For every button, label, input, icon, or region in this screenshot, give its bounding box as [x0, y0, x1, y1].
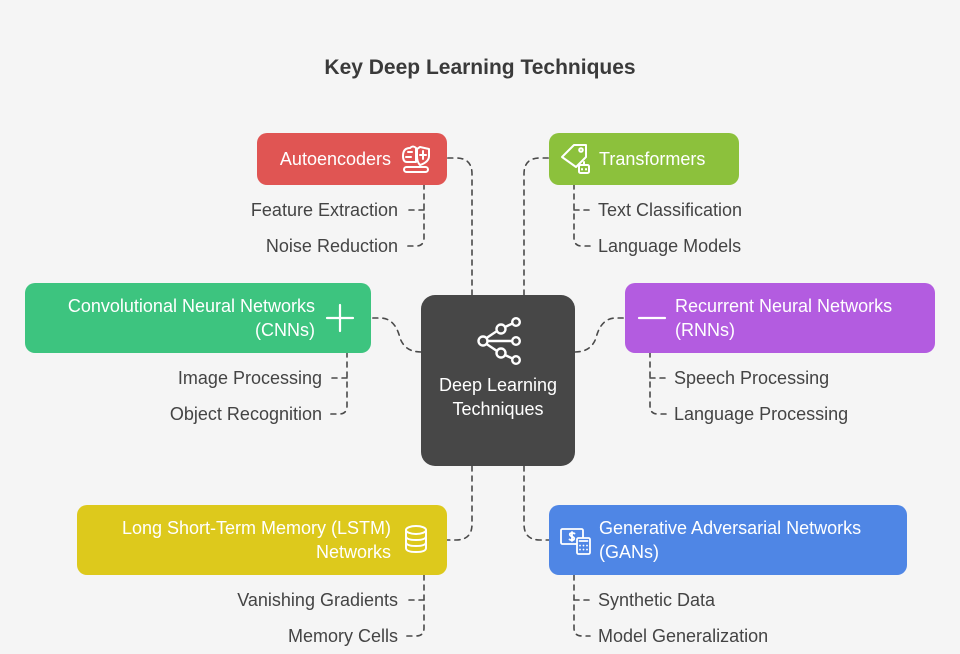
branch-label: Generative Adversarial Networks (GANs): [599, 518, 862, 562]
connector-cnns: [370, 317, 422, 353]
branch-rnns[interactable]: Recurrent Neural Networks (RNNs): [625, 283, 935, 353]
connector-rnns: [574, 317, 626, 353]
branch-cnns[interactable]: Convolutional Neural Networks (CNNs): [25, 283, 371, 353]
branch-gans[interactable]: Generative Adversarial Networks (GANs): [549, 505, 907, 575]
leaf-text-classification: Text Classification: [598, 200, 743, 220]
center-label: Deep Learning Techniques: [438, 375, 558, 419]
branch-label: Recurrent Neural Networks (RNNs): [675, 296, 893, 340]
connector-cnns-leaves: [329, 351, 348, 415]
leaf-language-processing: Language Processing: [674, 404, 849, 424]
connector-autoencoders-leaves: [405, 183, 425, 247]
money-calculator-icon: [560, 528, 591, 555]
plus-icon: [325, 303, 355, 333]
leaf-vanishing-gradients: Vanishing Gradients: [237, 590, 398, 610]
leaf-synthetic-data: Synthetic Data: [598, 590, 716, 610]
leaf-object-recognition: Object Recognition: [169, 404, 322, 424]
diagram-title: Key Deep Learning Techniques: [324, 56, 636, 79]
branch-label: Long Short-Term Memory (LSTM) Networks: [121, 518, 391, 562]
branch-label: Convolutional Neural Networks (CNNs): [67, 296, 315, 340]
branch-lstm[interactable]: Long Short-Term Memory (LSTM) Networks: [77, 505, 447, 575]
branch-label: Autoencoders: [279, 149, 391, 169]
leaf-model-generalization: Model Generalization: [598, 626, 769, 646]
connector-autoencoders: [446, 157, 473, 296]
center-node: Deep Learning Techniques: [421, 295, 575, 466]
leaf-feature-extraction: Feature Extraction: [250, 200, 398, 220]
connector-transformers-leaves: [573, 183, 591, 247]
leaf-language-models: Language Models: [598, 236, 742, 256]
brain-shield-icon: [402, 145, 430, 173]
connector-lstm-leaves: [405, 574, 425, 637]
connector-rnns-leaves: [649, 351, 667, 415]
network-hierarchy-icon: [477, 317, 522, 365]
connector-transformers: [523, 157, 550, 296]
branch-label: Transformers: [599, 149, 706, 169]
leaf-image-processing: Image Processing: [177, 368, 322, 388]
dash-icon: [637, 316, 667, 320]
leaf-speech-processing: Speech Processing: [674, 368, 830, 388]
branch-transformers[interactable]: Transformers: [549, 133, 739, 185]
leaf-noise-reduction: Noise Reduction: [265, 236, 398, 256]
tag-robot-icon: [561, 144, 590, 174]
connector-gans-leaves: [573, 574, 591, 637]
connector-lstm: [446, 465, 473, 541]
connector-gans: [523, 465, 550, 541]
leaf-memory-cells: Memory Cells: [287, 626, 398, 646]
branch-autoencoders[interactable]: Autoencoders: [257, 133, 447, 185]
database-icon: [405, 525, 427, 554]
